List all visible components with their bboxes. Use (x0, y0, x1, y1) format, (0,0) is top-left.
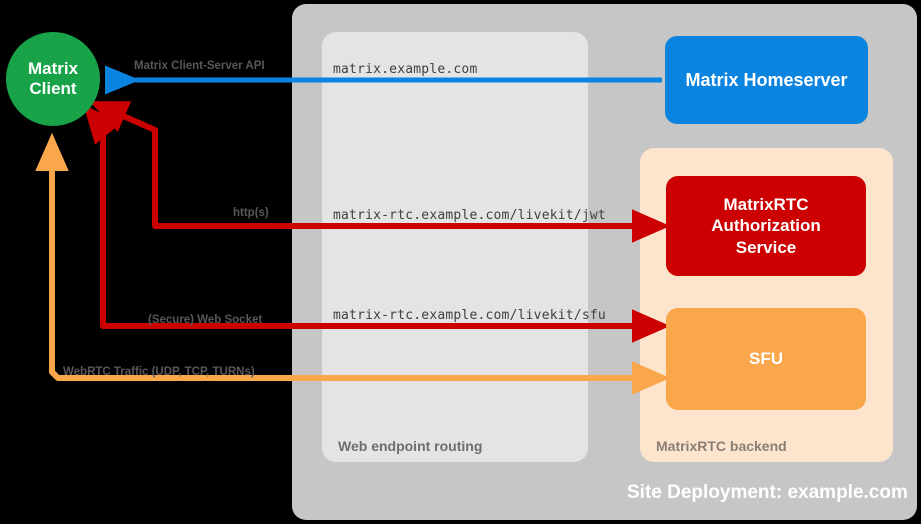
edge-https-jwt-path (89, 101, 671, 243)
node-auth-line2: Authorization (711, 216, 821, 236)
group-web-endpoint-routing (322, 32, 588, 462)
node-matrix-client-line2: Client (29, 79, 77, 98)
edge-webrtc-traffic-path (35, 132, 671, 395)
edge-label-webrtc-traffic: WebRTC Traffic (UDP, TCP, TURNs) (63, 366, 255, 378)
node-matrix-client-line1: Matrix (27, 59, 79, 79)
edge-websocket-sfu-path (83, 104, 671, 343)
node-matrix-homeserver-label: Matrix Homeserver (685, 69, 848, 90)
node-auth-line3: Service (735, 237, 797, 257)
node-sfu-label: SFU (749, 349, 783, 368)
node-matrix-client[interactable]: Matrix Client (6, 32, 100, 126)
group-matrixrtc-backend-title: MatrixRTC backend (656, 438, 787, 454)
edge-url-matrix-example-com: matrix.example.com (333, 62, 478, 77)
site-deployment-title: Site Deployment: example.com (627, 482, 908, 503)
group-web-endpoint-routing-title: Web endpoint routing (338, 438, 483, 454)
edge-url-livekit-sfu: matrix-rtc.example.com/livekit/sfu (333, 308, 606, 323)
edge-label-client-server-api: Matrix Client-Server API (134, 60, 265, 72)
node-sfu[interactable]: SFU (666, 308, 866, 410)
node-auth-line1: MatrixRTC (723, 195, 809, 215)
edge-label-https: http(s) (233, 207, 269, 219)
node-matrix-homeserver[interactable]: Matrix Homeserver (665, 36, 868, 124)
edge-url-livekit-jwt: matrix-rtc.example.com/livekit/jwt (333, 208, 606, 223)
node-matrixrtc-authorization-service[interactable]: MatrixRTC Authorization Service (666, 176, 866, 276)
edge-label-web-socket: (Secure) Web Socket (148, 314, 263, 326)
